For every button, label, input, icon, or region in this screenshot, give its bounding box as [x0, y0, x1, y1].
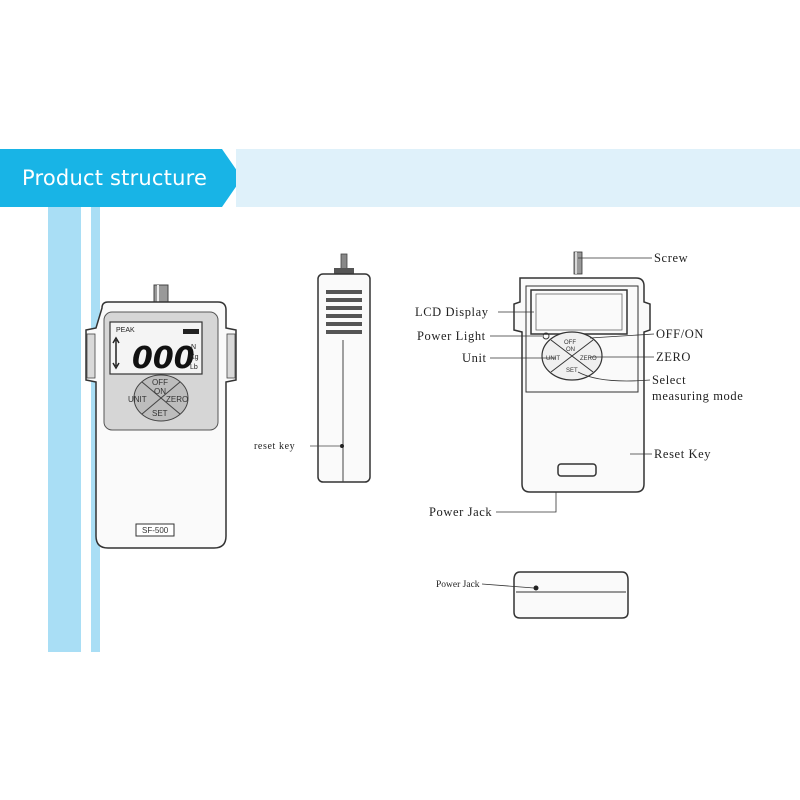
side-view-device: [310, 253, 371, 483]
bottom-view-device: [481, 571, 629, 619]
label-zero: ZERO: [656, 350, 691, 364]
diagram-on-label: ON: [566, 347, 575, 353]
decor-stripe-wide: [48, 207, 81, 652]
on-button-label[interactable]: ON: [154, 387, 166, 396]
label-reset-key: Reset Key: [654, 447, 711, 461]
label-unit: Unit: [462, 351, 487, 365]
diagram-zero-label: ZERO: [580, 356, 597, 362]
banner-background: [236, 149, 800, 207]
label-select: Select: [652, 373, 686, 387]
bottom-power-jack-label: Power Jack: [436, 580, 480, 590]
front-view-device: [85, 284, 237, 549]
zero-button-label[interactable]: ZERO: [166, 395, 188, 404]
diagram-set-label: SET: [566, 368, 578, 374]
peak-indicator: PEAK: [116, 327, 135, 334]
label-measuring-mode: measuring mode: [652, 389, 743, 403]
label-lcd-display: LCD Display: [415, 305, 489, 319]
unit-button-label[interactable]: UNIT: [128, 395, 147, 404]
reset-key-side-label: reset key: [254, 441, 295, 452]
unit-newton: N: [191, 344, 196, 351]
label-power-light: Power Light: [417, 329, 486, 343]
unit-kilogram: Kg: [190, 354, 199, 361]
model-label: SF-500: [142, 526, 169, 535]
labelled-device: [490, 251, 655, 513]
off-button-label[interactable]: OFF: [152, 378, 168, 387]
lcd-digits: 000: [132, 341, 195, 376]
page-title: Product structure: [22, 166, 208, 190]
label-off-on: OFF/ON: [656, 327, 704, 341]
label-power-jack: Power Jack: [429, 505, 492, 519]
diagram-off-label: OFF: [564, 340, 576, 346]
title-banner: [0, 149, 222, 207]
label-screw: Screw: [654, 251, 688, 265]
set-button-label[interactable]: SET: [152, 409, 168, 418]
diagram-unit-label: UNIT: [546, 356, 560, 362]
unit-pound: Lb: [190, 364, 198, 371]
